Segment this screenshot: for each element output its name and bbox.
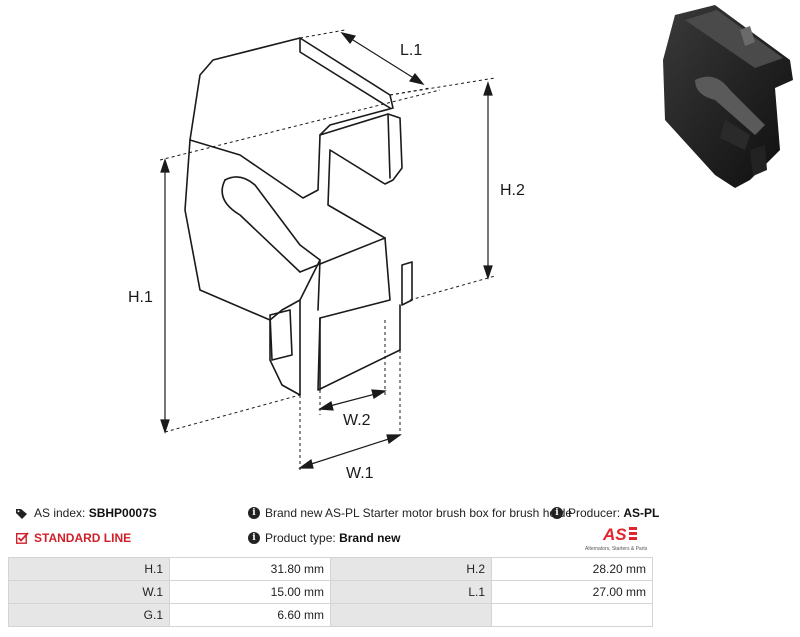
info-icon: i: [551, 507, 563, 519]
spec-label: H.2: [330, 557, 492, 581]
product-type-value: Brand new: [339, 531, 401, 545]
table-row: H.1 31.80 mm H.2 28.20 mm: [8, 557, 653, 581]
checkbox-checked-icon: [16, 532, 29, 544]
dim-label-w1: W.1: [346, 465, 374, 482]
dim-label-l1: L.1: [400, 42, 422, 59]
spec-value: 28.20 mm: [491, 557, 653, 581]
info-icon: i: [248, 532, 260, 544]
product-description: Brand new AS-PL Starter motor brush box …: [265, 506, 573, 520]
standard-line-badge: STANDARD LINE: [34, 531, 132, 545]
standard-line-row: STANDARD LINE: [16, 531, 131, 545]
spec-value: 15.00 mm: [169, 580, 331, 604]
spec-label: L.1: [330, 580, 492, 604]
spec-value: 31.80 mm: [169, 557, 331, 581]
producer-row: i Producer: AS-PL: [551, 506, 659, 520]
table-row: G.1 6.60 mm: [8, 603, 653, 627]
spec-value: 6.60 mm: [169, 603, 331, 627]
spec-value: [491, 603, 653, 627]
product-type-label: Product type:: [265, 531, 336, 545]
spec-label: H.1: [8, 557, 170, 581]
producer-value: AS-PL: [623, 506, 660, 520]
dim-label-h1: H.1: [128, 289, 153, 306]
technical-drawing: L.1 H.1 H.2 W.2 W.1: [128, 29, 525, 482]
specs-table: H.1 31.80 mm H.2 28.20 mm W.1 15.00 mm L…: [8, 557, 653, 627]
dim-label-w2: W.2: [343, 412, 371, 429]
as-pl-logo: AS Alternators, Starters & Parts: [585, 523, 651, 553]
as-index-label: AS index:: [34, 506, 86, 520]
spec-label: W.1: [8, 580, 170, 604]
as-index-value: SBHP0007S: [88, 506, 157, 520]
tags-icon: [16, 508, 27, 519]
as-logo-mark: AS Alternators, Starters & Parts: [585, 525, 648, 552]
dim-label-h2: H.2: [500, 182, 525, 199]
spec-label: [330, 603, 492, 627]
producer-label: Producer:: [568, 506, 621, 520]
svg-text:Alternators, Starters & Parts: Alternators, Starters & Parts: [585, 546, 648, 552]
product-photo: [655, 0, 800, 195]
product-type-row: i Product type: Brand new: [248, 531, 400, 545]
table-row: W.1 15.00 mm L.1 27.00 mm: [8, 580, 653, 604]
description-row: i Brand new AS-PL Starter motor brush bo…: [248, 506, 572, 520]
spec-value: 27.00 mm: [491, 580, 653, 604]
svg-text:AS: AS: [602, 525, 627, 544]
product-photo-image: [663, 5, 793, 188]
as-index-row: AS index: SBHP0007S: [16, 506, 157, 520]
info-icon: i: [248, 507, 260, 519]
brush-box-line-drawing: L.1 H.1 H.2 W.2 W.1: [128, 29, 525, 482]
spec-label: G.1: [8, 603, 170, 627]
